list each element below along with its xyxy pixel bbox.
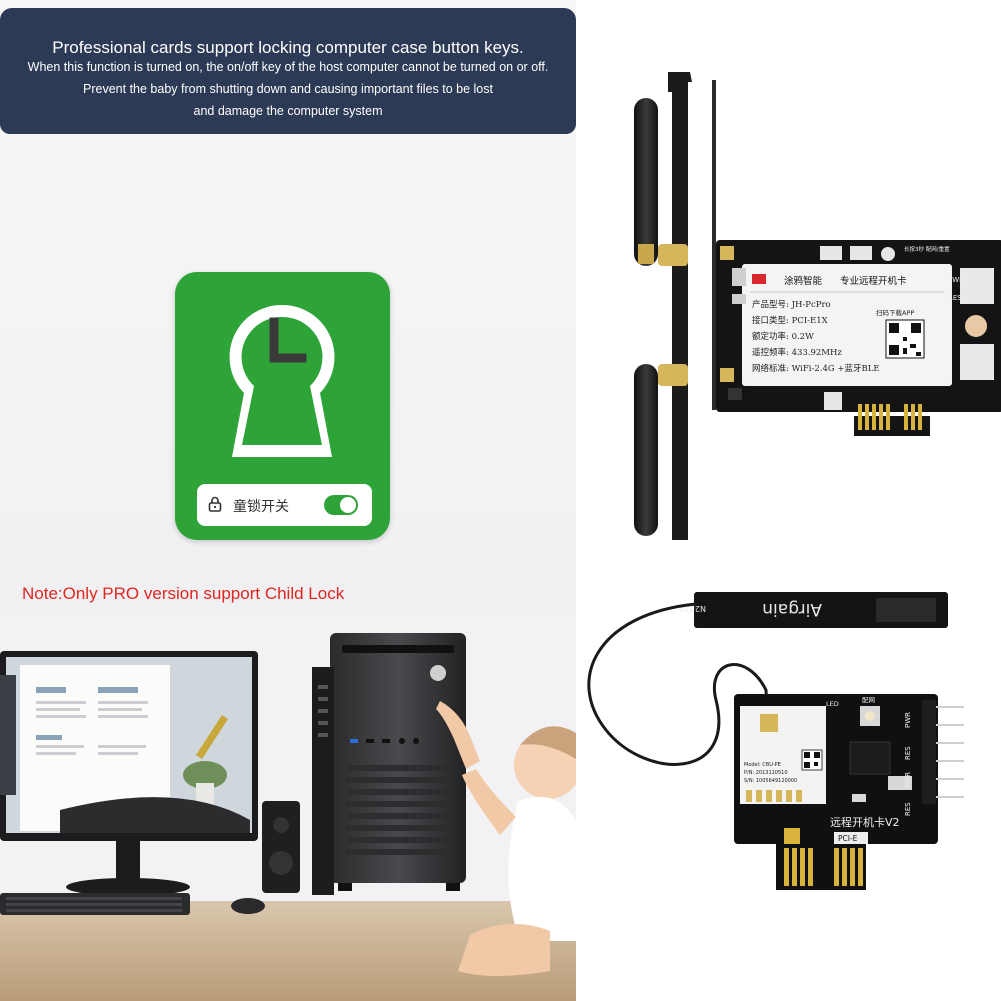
card-brand: 涂鸦智能 xyxy=(784,275,823,287)
module-model: Model: CBU-PE xyxy=(744,762,781,768)
card-title: 专业远程开机卡 xyxy=(840,275,907,287)
child-lock-label: 童锁开关 xyxy=(233,499,289,515)
qr-code-icon xyxy=(801,749,823,771)
banner-line-2: Prevent the baby from shutting down and … xyxy=(83,82,493,96)
spec-line: 产品型号: JH-PcPro xyxy=(752,299,831,310)
desk-scene-photo xyxy=(0,615,576,1001)
pin-label: PWR xyxy=(904,712,912,728)
banner-line-3: and damage the computer system xyxy=(193,104,383,118)
spec-line: 接口类型: PCI-E1X xyxy=(752,315,829,326)
padlock-icon xyxy=(208,496,222,512)
pin-header xyxy=(960,344,994,380)
pin-label: RES xyxy=(948,294,962,302)
v2-interface: PCI-E xyxy=(838,834,858,843)
pro-card-photo: 涂鸦智能 专业远程开机卡 产品型号: JH-PcPro 接口类型: PCI-E1… xyxy=(634,72,1001,540)
gold-fingers xyxy=(784,848,863,886)
v2-card-photo: Airgain N2420 Model: CBU-PE P/N: 2013110… xyxy=(587,592,964,890)
child-lock-toggle[interactable] xyxy=(324,495,358,515)
toggle-knob xyxy=(340,497,356,513)
banner-line-1: When this function is turned on, the on/… xyxy=(27,60,549,74)
v2-title: 远程开机卡V2 xyxy=(830,815,900,829)
keyhole-clock-icon xyxy=(229,304,335,457)
pin-header xyxy=(960,268,994,304)
spec-line: 网络标准: WiFi-2.4G +蓝牙BLE xyxy=(752,363,880,374)
pin-label: LED xyxy=(826,700,839,708)
antenna-brand: Airgain xyxy=(762,599,822,619)
child-lock-switch[interactable]: 童锁开关 xyxy=(197,484,372,526)
spec-line: 额定功率: 0.2W xyxy=(752,331,814,342)
module-sn: S/N: 1005649120000 xyxy=(744,778,797,784)
antenna-lower xyxy=(634,364,658,536)
pin-header xyxy=(922,700,964,804)
pin-label: RES xyxy=(904,746,912,760)
left-panel: Professional cards support locking compu… xyxy=(0,0,576,1001)
reset-badge: 长按3秒 配网/重置 xyxy=(904,245,950,253)
pro-version-note: Note:Only PRO version support Child Lock xyxy=(22,584,345,603)
mouse-image xyxy=(231,898,265,914)
qr-code-icon xyxy=(885,319,925,359)
baby-image xyxy=(436,701,576,976)
spec-line: 遥控频率: 433.92MHz xyxy=(752,347,842,358)
pc-case-image xyxy=(312,633,466,895)
scan-label: 扫码下载APP xyxy=(876,308,914,317)
gold-fingers xyxy=(858,404,922,430)
pin-label: RES xyxy=(904,802,912,816)
info-banner: Professional cards support locking compu… xyxy=(0,8,576,134)
pin-label: PWR xyxy=(948,276,964,284)
antenna-upper xyxy=(634,98,658,266)
pin-label: 配网 xyxy=(862,696,875,704)
speaker-image xyxy=(262,801,300,893)
antenna-model: N2420 xyxy=(680,604,706,613)
module-pn: P/N: 2013110510 xyxy=(744,770,788,776)
flag-icon xyxy=(752,274,766,284)
banner-headline: Professional cards support locking compu… xyxy=(52,38,524,57)
child-lock-tile: 童锁开关 xyxy=(175,272,390,540)
right-panel: 涂鸦智能 专业远程开机卡 产品型号: JH-PcPro 接口类型: PCI-E1… xyxy=(576,0,1001,1001)
monitor-image xyxy=(0,651,258,896)
pin-label: PWR xyxy=(904,772,912,788)
